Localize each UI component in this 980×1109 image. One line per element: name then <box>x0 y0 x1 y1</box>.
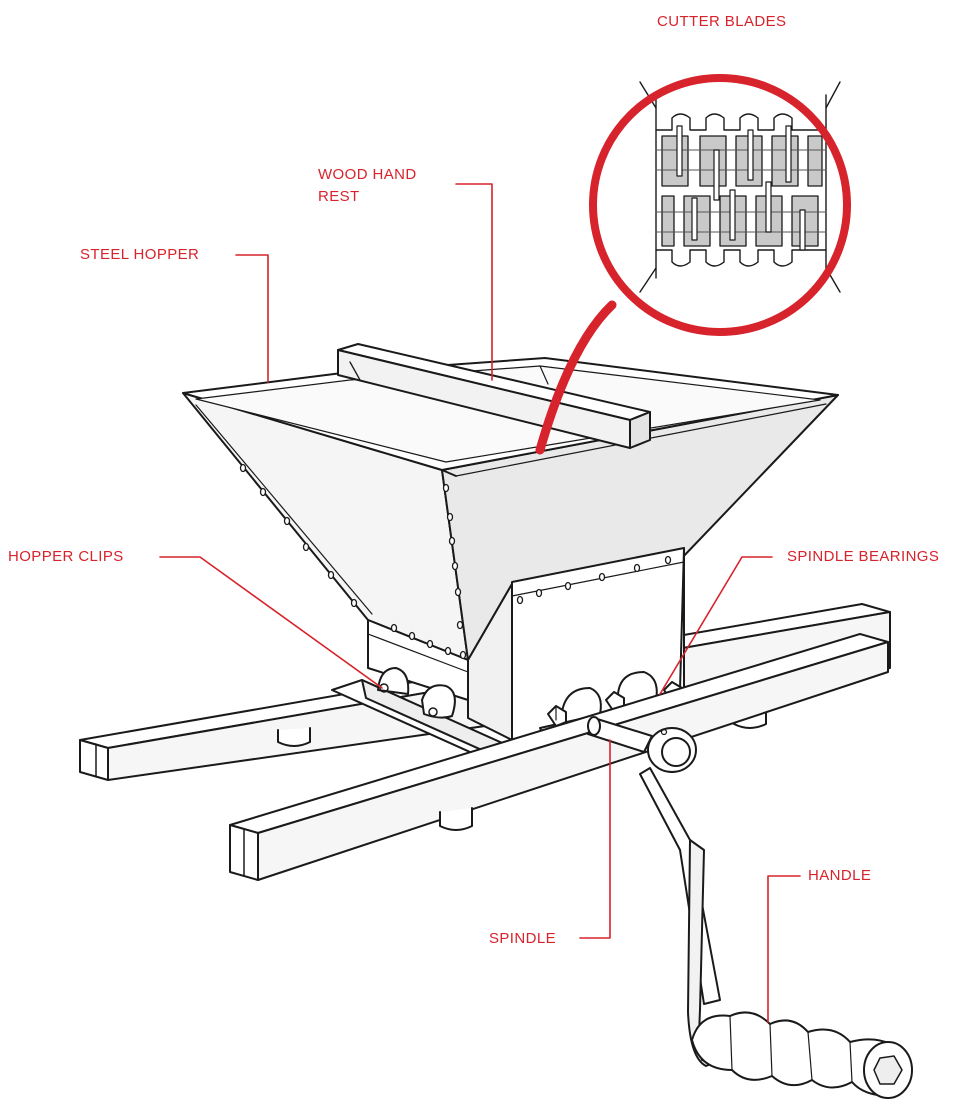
hopper-clip-right <box>421 684 456 719</box>
hopper-left-rivets <box>239 463 358 608</box>
label-handle: HANDLE <box>808 867 872 884</box>
cutter-blades-inset <box>593 78 847 332</box>
leader-spindle <box>579 739 611 939</box>
leader-wood-hand-rest <box>455 183 493 381</box>
cutter-blades-magnifier-ring <box>589 74 851 336</box>
leader-spindle-bearings <box>659 556 773 695</box>
label-steel-hopper: STEEL HOPPER <box>80 246 200 263</box>
foot-back-left <box>277 727 311 747</box>
leader-hopper-clips <box>159 556 383 689</box>
label-spindle: SPINDLE <box>489 930 556 947</box>
spindle-shaft <box>587 716 653 753</box>
housing-rivets <box>516 555 672 605</box>
magnifier-stem <box>535 300 617 455</box>
hopper-edge-rivets <box>390 483 467 660</box>
label-wood-hand-rest-line2: REST <box>318 188 360 205</box>
label-spindle-bearings: SPINDLE BEARINGS <box>787 548 940 565</box>
leader-handle <box>767 875 801 1023</box>
leader-steel-hopper <box>235 254 269 383</box>
handle-grip <box>691 1011 913 1099</box>
foot-front-left <box>439 807 473 831</box>
label-cutter-blades: CUTTER BLADES <box>657 13 787 30</box>
label-wood-hand-rest-line1: WOOD HAND <box>318 166 417 183</box>
label-hopper-clips: HOPPER CLIPS <box>8 548 124 565</box>
front-frame-rail <box>229 633 889 881</box>
hopper-clip-left <box>377 667 410 695</box>
wood-hand-rest <box>337 343 651 449</box>
spindle-collar <box>647 727 697 773</box>
